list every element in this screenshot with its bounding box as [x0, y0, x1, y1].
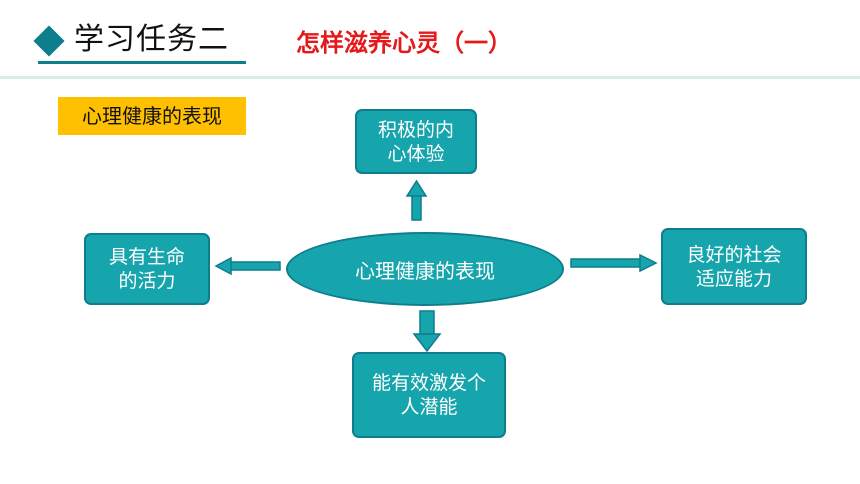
arrow-up [405, 179, 428, 221]
node-bottom: 能有效激发个 人潜能 [352, 352, 506, 438]
node-left: 具有生命 的活力 [84, 233, 210, 305]
node-top: 积极的内 心体验 [355, 109, 477, 174]
center-node-label: 心理健康的表现 [355, 258, 495, 283]
page-subtitle: 怎样滋养心灵（一） [296, 29, 512, 57]
center-node: 心理健康的表现 [286, 232, 564, 306]
node-top-label: 积极的内 心体验 [377, 118, 454, 165]
topic-label: 心理健康的表现 [58, 97, 246, 135]
header-divider [0, 76, 860, 79]
title-underline [38, 61, 246, 64]
arrow-left [214, 256, 281, 276]
node-right-label: 良好的社会 适应能力 [686, 243, 782, 290]
node-bottom-label: 能有效激发个 人潜能 [371, 372, 486, 418]
node-left-label: 具有生命 的活力 [108, 246, 185, 292]
arrow-down [412, 310, 442, 353]
arrow-right [570, 253, 658, 273]
node-right: 良好的社会 适应能力 [661, 228, 807, 305]
page-title: 学习任务二 [74, 22, 229, 57]
